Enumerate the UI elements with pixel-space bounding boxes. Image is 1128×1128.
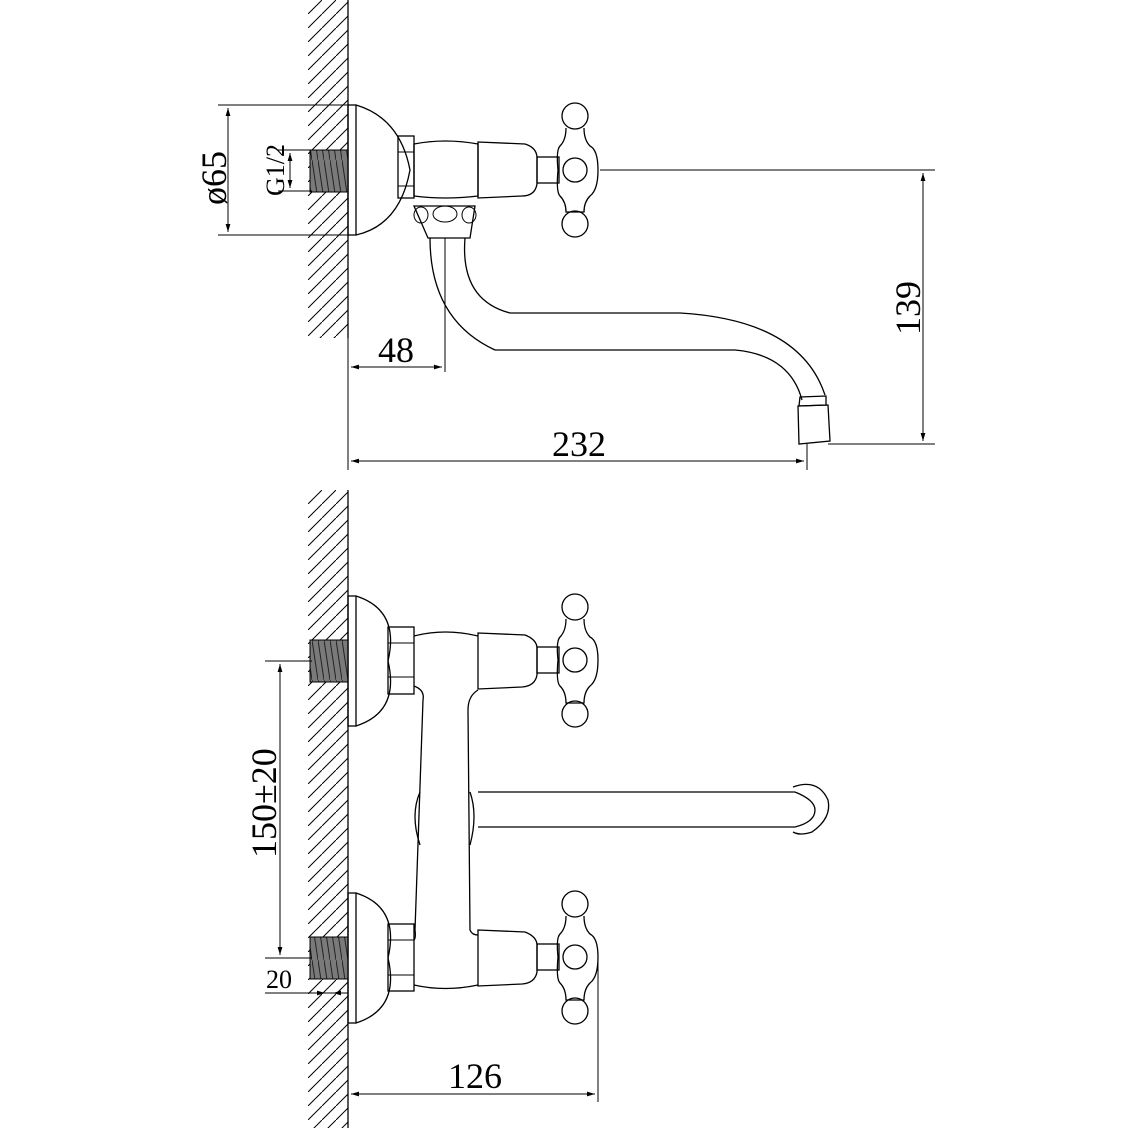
spindle-upper xyxy=(536,646,560,674)
thread-inlet-upper xyxy=(309,639,349,683)
dim-total-reach: 232 xyxy=(351,424,808,470)
mixer-body-front xyxy=(413,631,479,990)
thread-inlet-top xyxy=(309,149,349,193)
thread-inlet-lower xyxy=(309,936,349,980)
valve-bonnet-lower xyxy=(477,929,538,987)
wall-flange-upper xyxy=(347,595,392,727)
spindle-lower xyxy=(536,943,560,971)
dim-label-spout-height: 139 xyxy=(888,281,928,335)
dim-thread-length: 20 xyxy=(265,965,348,996)
dim-handle-reach: 126 xyxy=(351,960,599,1102)
dim-flange-diameter: ø65 xyxy=(194,104,356,236)
wall-flange-top xyxy=(347,104,411,236)
dim-spout-clearance: 48 xyxy=(347,330,442,470)
spout-inner xyxy=(463,237,826,396)
dim-label-inlet-spacing: 150±20 xyxy=(244,748,284,858)
wall-hatch-bottom xyxy=(308,490,348,1128)
cross-handle-lower xyxy=(556,890,599,1025)
dim-spout-height: 139 xyxy=(600,169,935,445)
cross-handle-upper xyxy=(556,593,599,728)
valve-bonnet-top xyxy=(477,141,538,199)
front-view: 150±20 20 126 xyxy=(244,490,830,1128)
dim-label-thread-size: G1/2 xyxy=(261,144,290,196)
spindle-top xyxy=(536,156,560,184)
dim-label-handle-reach: 126 xyxy=(448,1056,502,1096)
spout-outer xyxy=(429,237,803,401)
spout-collar-top xyxy=(413,205,477,239)
cross-handle-top xyxy=(556,102,599,238)
spout-front xyxy=(478,783,830,835)
dim-label-flange-diameter: ø65 xyxy=(194,151,234,205)
valve-body-top xyxy=(413,140,479,199)
hex-nut-lower xyxy=(387,923,415,992)
valve-bonnet-upper xyxy=(477,632,538,690)
aerator-top xyxy=(797,395,831,445)
dim-label-total-reach: 232 xyxy=(552,424,606,464)
wall-flange-lower xyxy=(347,892,392,1024)
dim-thread-size: G1/2 xyxy=(261,144,312,196)
dim-inlet-spacing: 150±20 xyxy=(244,660,312,959)
dim-label-spout-clearance: 48 xyxy=(378,330,414,370)
hex-nut-upper xyxy=(387,626,415,695)
hex-nut-top xyxy=(397,135,415,199)
side-view: ø65 G1/2 48 232 139 xyxy=(194,0,935,470)
dim-label-thread-length: 20 xyxy=(266,965,292,994)
